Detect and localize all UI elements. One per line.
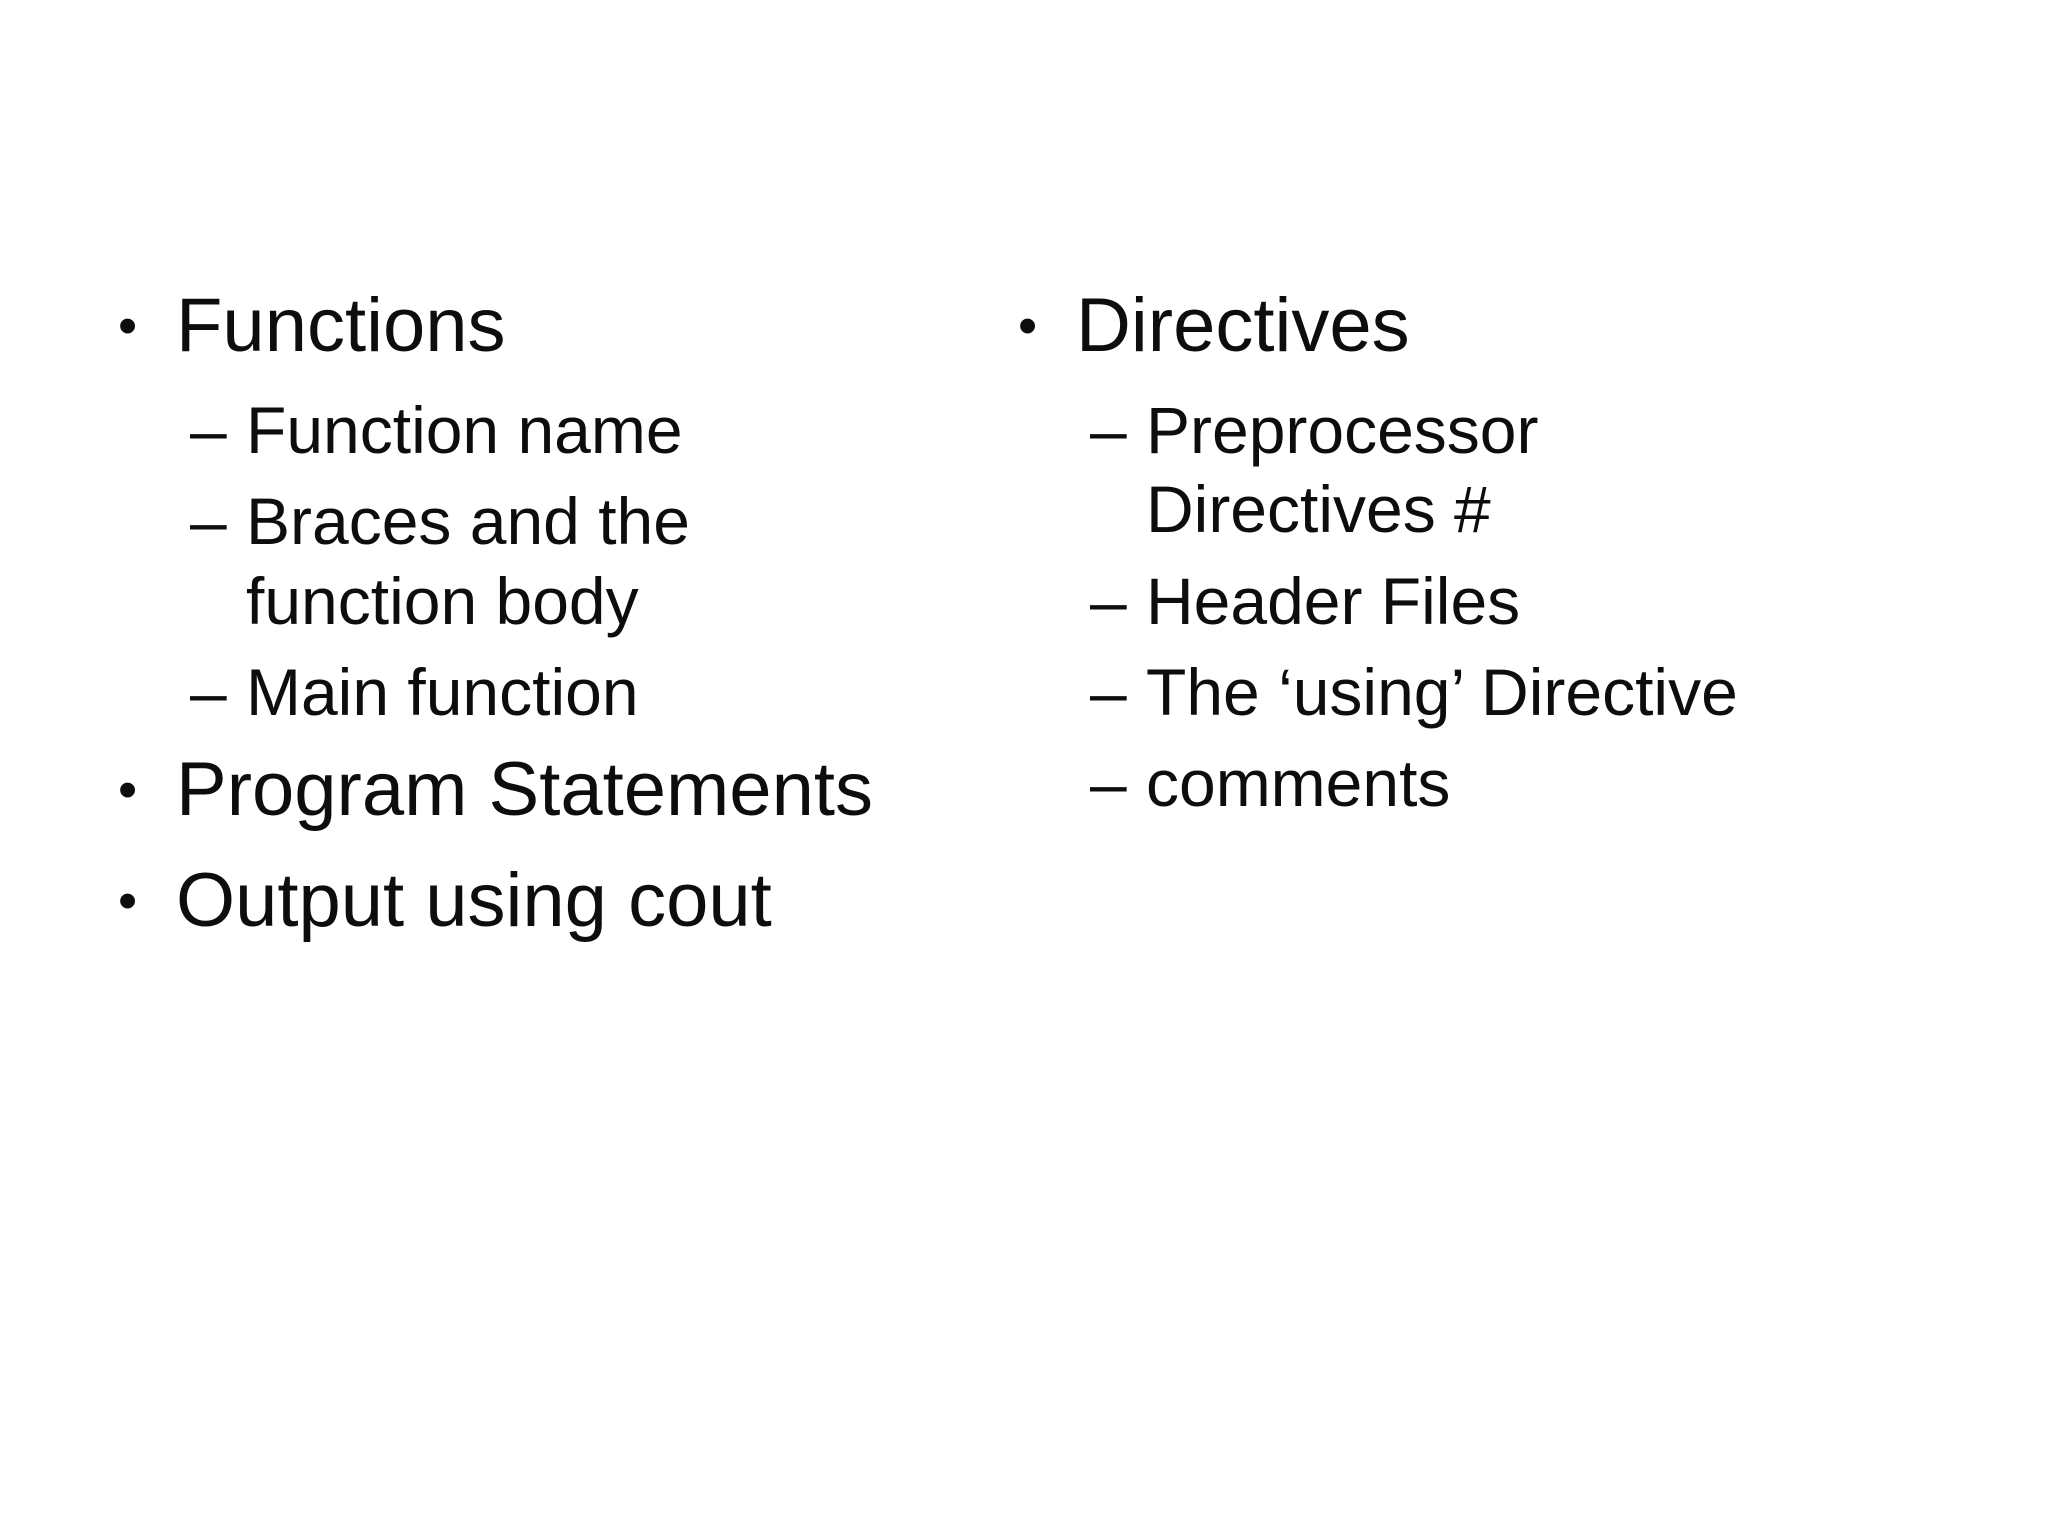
bullet-marker: • (118, 294, 138, 357)
item-text: Functions (176, 283, 506, 368)
sub-item-main-function: – Main function (190, 653, 998, 732)
dash-marker: – (190, 393, 227, 468)
bullet-marker: • (1018, 294, 1038, 357)
dash-marker: – (1090, 563, 1127, 638)
bullet-item-output-using-cout: • Output using cout (118, 855, 998, 946)
bullet-marker: • (118, 758, 138, 821)
right-column: • Directives – Preprocessor Directives #… (1018, 280, 1998, 835)
item-text: Braces and the function body (246, 484, 690, 638)
item-text: Directives (1076, 283, 1410, 368)
sub-item-comments: – comments (1090, 744, 1998, 823)
item-text: Preprocessor Directives # (1146, 393, 1539, 547)
bullet-list-left: • Functions – Function name – Braces and… (118, 280, 998, 946)
sub-item-using-directive: – The ‘using’ Directive (1090, 653, 1998, 732)
item-text: The ‘using’ Directive (1146, 654, 1738, 729)
sub-item-header-files: – Header Files (1090, 562, 1998, 641)
bullet-item-functions: • Functions (118, 280, 998, 371)
bullet-item-program-statements: • Program Statements (118, 744, 998, 835)
item-text: Header Files (1146, 563, 1521, 638)
dash-marker: – (1090, 654, 1127, 729)
item-text: comments (1146, 745, 1451, 820)
sub-item-braces-function-body: – Braces and the function body (190, 482, 998, 640)
dash-marker: – (190, 484, 227, 559)
bullet-item-directives: • Directives (1018, 280, 1998, 371)
item-text: Function name (246, 393, 683, 468)
dash-marker: – (1090, 393, 1127, 468)
sub-item-function-name: – Function name (190, 391, 998, 470)
item-text: Program Statements (176, 746, 873, 832)
bullet-list-right: • Directives – Preprocessor Directives #… (1018, 280, 1998, 823)
dash-marker: – (190, 654, 227, 729)
dash-marker: – (1090, 745, 1127, 820)
left-column: • Functions – Function name – Braces and… (118, 280, 998, 966)
bullet-marker: • (118, 869, 138, 932)
item-text: Main function (246, 654, 639, 729)
item-text: Output using cout (176, 858, 772, 944)
sub-item-preprocessor-directives: – Preprocessor Directives # (1090, 391, 1998, 549)
